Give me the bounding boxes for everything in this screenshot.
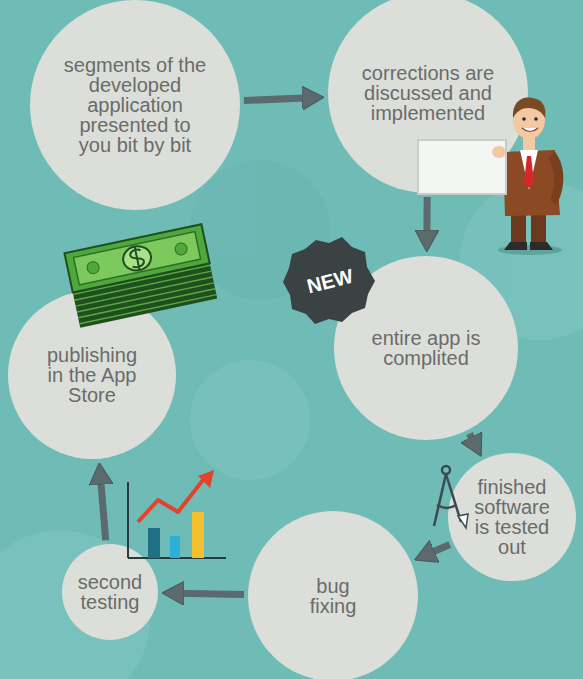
step-text: second testing bbox=[73, 572, 148, 612]
circle-fill bbox=[8, 291, 176, 459]
flow-arrow bbox=[470, 434, 476, 445]
step-text: entire app is complited bbox=[356, 328, 496, 368]
process-circle: entire app is complited bbox=[334, 256, 518, 440]
step-text: corrections are discussed and implemente… bbox=[358, 63, 498, 123]
businessman-figure bbox=[418, 98, 563, 255]
flow-arrow bbox=[175, 593, 244, 594]
process-circle: publishing in the App Store bbox=[8, 291, 176, 459]
process-circle: corrections are discussed and implemente… bbox=[328, 0, 528, 193]
process-circle: segments of the developed application pr… bbox=[30, 0, 240, 210]
flow-arrow bbox=[100, 476, 105, 541]
new-badge bbox=[283, 237, 375, 324]
compass-icon bbox=[434, 466, 468, 528]
step-text: segments of the developed application pr… bbox=[63, 55, 208, 155]
process-circle: bug fixing bbox=[248, 511, 418, 679]
flow-arrow bbox=[426, 544, 449, 554]
flow-arrow bbox=[244, 98, 311, 101]
circle-fill bbox=[62, 544, 158, 640]
circle-fill bbox=[30, 0, 240, 210]
process-circle: second testing bbox=[62, 544, 158, 640]
circle-fill bbox=[334, 256, 518, 440]
growth-chart bbox=[128, 470, 226, 558]
circle-fill bbox=[448, 453, 576, 581]
circle-fill bbox=[248, 511, 418, 679]
step-text: bug fixing bbox=[293, 576, 373, 616]
step-text: publishing in the App Store bbox=[37, 345, 147, 405]
badge-text: NEW bbox=[305, 266, 355, 297]
step-text: finished software is tested out bbox=[465, 477, 560, 557]
label-holder: NEW bbox=[305, 266, 355, 297]
money-stack bbox=[64, 224, 217, 327]
circle-fill bbox=[328, 0, 528, 193]
background-texture bbox=[0, 160, 583, 679]
flow-arrow bbox=[423, 197, 430, 239]
process-circle: finished software is tested out bbox=[448, 453, 576, 581]
